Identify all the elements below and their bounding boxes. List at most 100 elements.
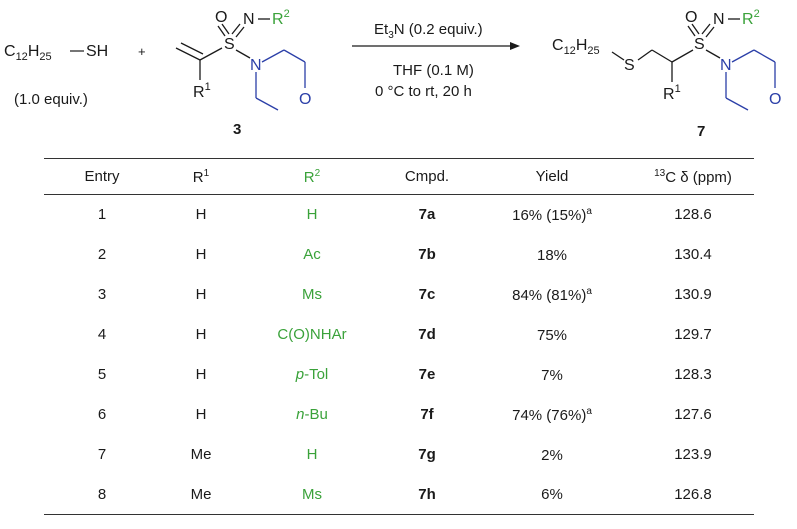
- header-nmr-shift: 13C δ (ppm): [632, 158, 754, 195]
- cell-r1: H: [195, 406, 207, 423]
- cell-yield: 7%: [472, 355, 632, 395]
- header-entry: Entry: [44, 158, 160, 195]
- cell-cmpd: 7h: [382, 474, 472, 515]
- cell-entry: 3: [97, 286, 107, 303]
- cell-yield-text: 2%: [541, 446, 563, 464]
- cell-r2-text: -Tol: [304, 366, 329, 383]
- cell-entry: 4: [97, 326, 107, 343]
- svg-text:R2: R2: [742, 8, 760, 28]
- cell-yield-text: 16% (15%): [512, 206, 587, 224]
- cell-r2-prefix: n: [296, 406, 305, 423]
- cell-entry: 1: [97, 206, 107, 224]
- cell-entry: 6: [97, 406, 107, 423]
- cell-shift: 128.6: [674, 206, 712, 224]
- reagent-label: Et3N (0.2 equiv.): [374, 21, 483, 41]
- cell-cmpd: 7a: [418, 206, 436, 224]
- cell-r1: H: [195, 206, 207, 224]
- cell-r2-text: Ms: [302, 286, 322, 303]
- cell-entry: 7: [97, 446, 107, 463]
- svg-text:O: O: [769, 91, 781, 108]
- cell-yield-text: 84% (81%): [512, 286, 587, 304]
- cell-r2-text: -Bu: [304, 406, 328, 423]
- cell-r2-text: H: [306, 206, 318, 224]
- cell-r2: Ms: [242, 474, 382, 515]
- cell-shift: 129.7: [674, 326, 712, 343]
- svg-text:R1: R1: [193, 81, 211, 101]
- solvent-label: THF (0.1 M): [393, 62, 474, 79]
- cell-r2-text: H: [306, 446, 318, 463]
- cell-r1: Me: [160, 474, 242, 515]
- header-r2: R2: [242, 158, 382, 195]
- cell-yield: 2%: [472, 435, 632, 475]
- svg-text:S: S: [224, 36, 235, 53]
- plus-sign: +: [138, 44, 146, 59]
- svg-text:N: N: [713, 11, 725, 28]
- reaction-arrow: [352, 42, 520, 50]
- svg-text:S: S: [624, 57, 635, 74]
- svg-text:C12H25: C12H25: [4, 43, 52, 63]
- cell-r2: p-Tol: [242, 355, 382, 395]
- svg-text:R2: R2: [272, 8, 290, 28]
- cell-yield-text: 18%: [536, 246, 568, 264]
- cell-yield: 6%: [472, 474, 632, 515]
- svg-text:O: O: [685, 9, 697, 26]
- cell-r2: C(O)NHAr: [242, 315, 382, 355]
- cell-r2-text: Ms: [302, 485, 322, 503]
- svg-text:N: N: [250, 57, 262, 74]
- cell-yield-text: 7%: [541, 366, 563, 384]
- compound-label-3: 3: [233, 121, 241, 138]
- cell-r2-text: Ac: [303, 246, 321, 263]
- header-r1: R1: [160, 158, 242, 195]
- cell-r2: H: [242, 435, 382, 475]
- cell-yield: 84% (81%)a: [472, 275, 632, 315]
- svg-text:S: S: [694, 36, 705, 53]
- svg-text:SH: SH: [86, 43, 108, 60]
- cell-r2: H: [242, 195, 382, 235]
- cell-r1: Me: [190, 446, 212, 463]
- thiol-reactant: C12H25 SH (1.0 equiv.): [4, 43, 108, 108]
- conditions-label: 0 °C to rt, 20 h: [375, 83, 472, 100]
- cell-entry: 5: [97, 366, 107, 383]
- cell-r1: H: [195, 286, 207, 303]
- cell-yield: 75%: [472, 315, 632, 355]
- table-row: 3 H Ms 7c 84% (81%)a 130.9: [44, 275, 754, 315]
- cell-yield-note: a: [586, 405, 592, 417]
- cell-shift: 128.3: [674, 366, 712, 383]
- svg-text:O: O: [299, 91, 311, 108]
- svg-text:N: N: [720, 57, 732, 74]
- svg-text:R1: R1: [663, 83, 681, 103]
- cell-r1: H: [195, 246, 207, 263]
- cell-yield-text: 75%: [536, 326, 568, 344]
- cell-shift: 126.8: [632, 474, 754, 515]
- header-cmpd: Cmpd.: [382, 158, 472, 195]
- cell-cmpd: 7g: [418, 446, 436, 463]
- cell-cmpd: 7c: [418, 286, 436, 303]
- cell-r1: H: [195, 326, 207, 343]
- reaction-scheme: C12H25 SH (1.0 equiv.) + O S N R2 R1 N O…: [4, 8, 781, 140]
- header-yield: Yield: [472, 158, 632, 195]
- cell-yield: 16% (15%)a: [472, 195, 632, 235]
- cell-entry: 8: [44, 474, 160, 515]
- cell-r2-text: C(O)NHAr: [277, 326, 347, 343]
- cell-yield-note: a: [586, 205, 592, 217]
- cell-r2: Ac: [242, 235, 382, 275]
- cell-r1: H: [195, 366, 207, 383]
- cell-r2: n-Bu: [242, 395, 382, 435]
- cell-yield-text: 6%: [541, 486, 563, 504]
- svg-text:O: O: [215, 9, 227, 26]
- svg-text:C12H25: C12H25: [552, 37, 600, 57]
- cell-yield: 74% (76%)a: [472, 395, 632, 435]
- cell-entry: 2: [97, 246, 107, 263]
- cell-r2: Ms: [242, 275, 382, 315]
- cell-shift: 127.6: [674, 406, 712, 423]
- cell-shift: 130.9: [674, 286, 712, 303]
- cell-yield-text: 74% (76%): [512, 406, 587, 424]
- product-structure: [611, 18, 776, 111]
